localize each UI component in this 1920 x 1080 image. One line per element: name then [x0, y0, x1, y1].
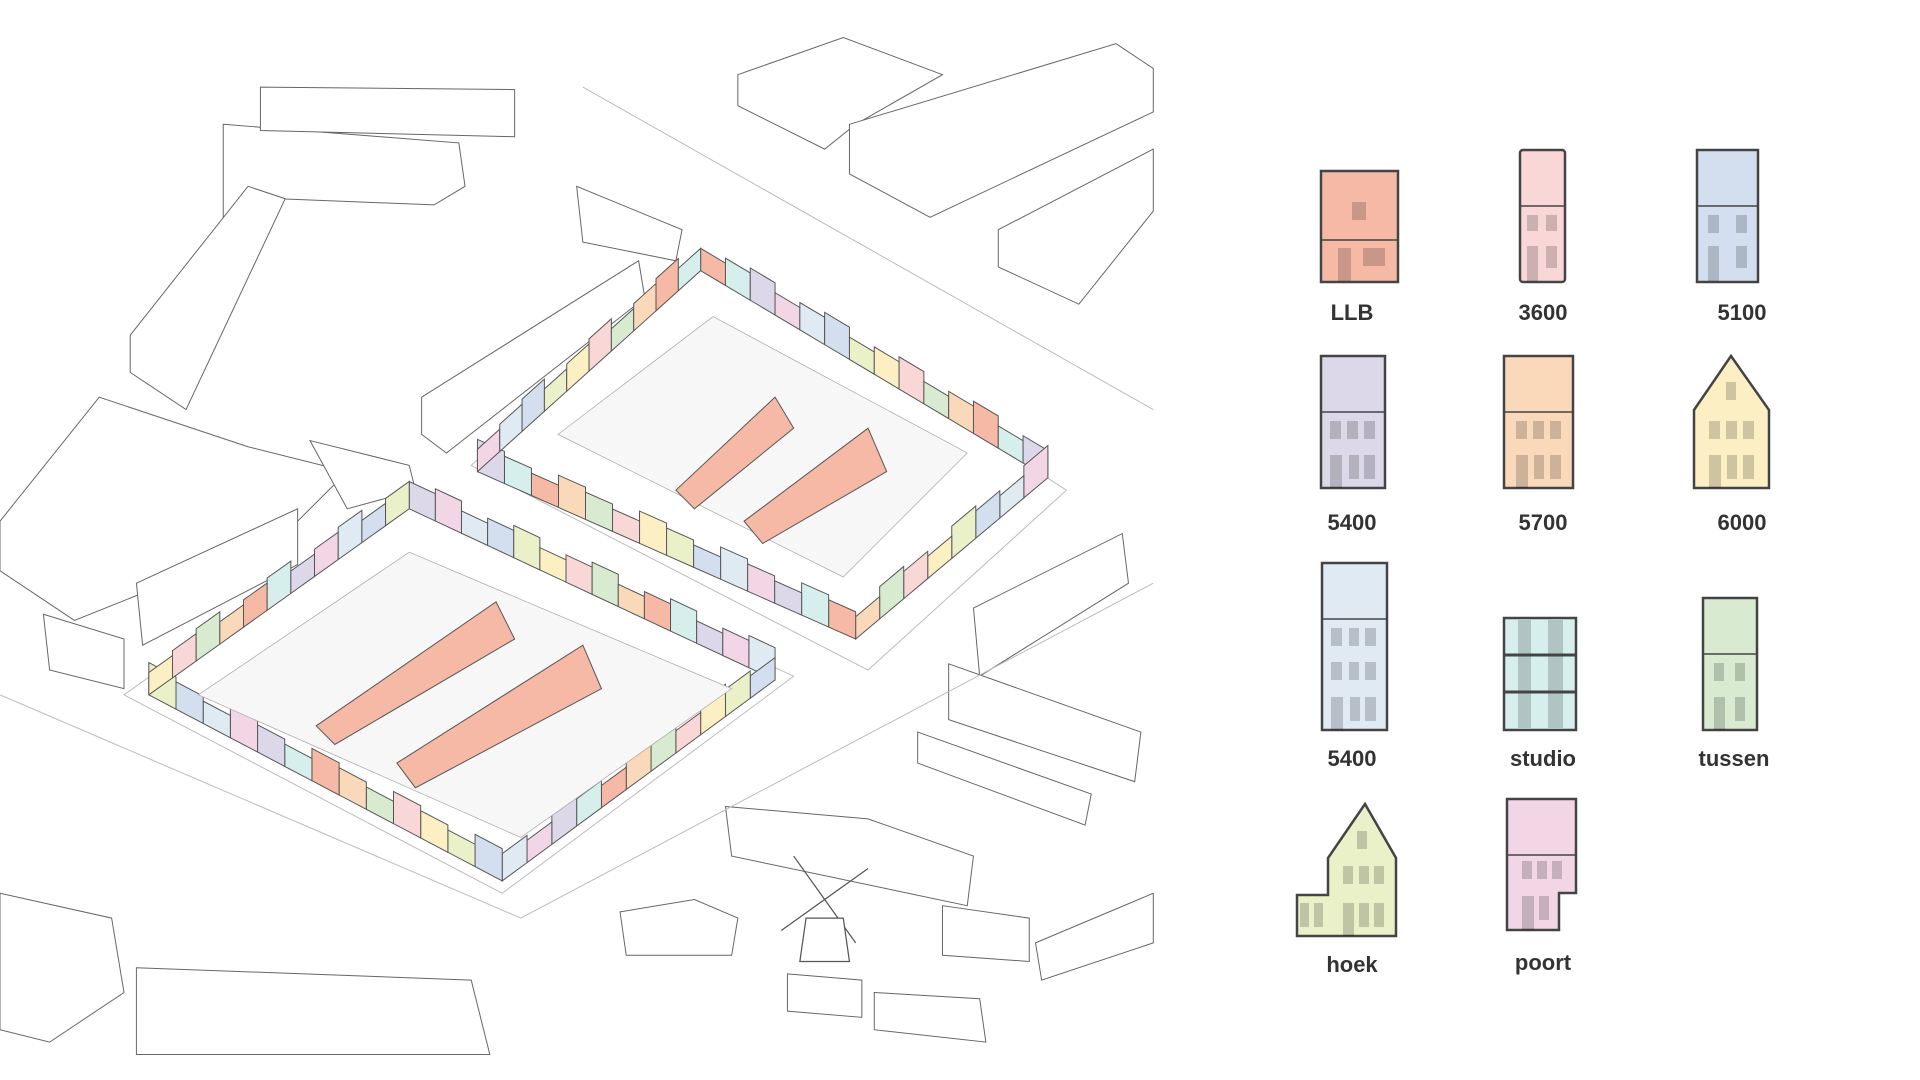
house — [898, 355, 925, 405]
house — [997, 424, 1024, 464]
house — [927, 535, 953, 580]
house — [774, 291, 801, 331]
house — [565, 554, 593, 596]
house — [521, 377, 545, 433]
house — [591, 561, 619, 608]
house — [873, 346, 900, 390]
house — [828, 599, 857, 640]
house — [585, 491, 614, 533]
house — [666, 527, 695, 569]
house — [670, 598, 698, 645]
context-buildings — [0, 36, 1154, 1056]
house — [975, 489, 1001, 540]
house — [408, 480, 436, 522]
housing-blocks — [148, 247, 1049, 882]
house — [501, 834, 528, 882]
house-type-5100-icon — [1695, 148, 1760, 284]
house — [749, 267, 776, 316]
house — [948, 390, 974, 435]
legend-label-3600: 3600 — [1518, 300, 1568, 325]
house — [700, 247, 726, 287]
house — [539, 546, 567, 583]
house — [392, 790, 422, 839]
house — [655, 257, 679, 312]
house — [720, 546, 749, 592]
house — [724, 669, 751, 718]
house — [420, 809, 449, 854]
house — [434, 487, 462, 535]
house — [337, 509, 363, 561]
house-type-hoek-icon — [1295, 801, 1398, 938]
house — [385, 480, 410, 527]
house — [724, 257, 751, 302]
house — [903, 550, 929, 600]
house — [951, 504, 977, 560]
house — [195, 610, 221, 662]
legend-label-5700: 5700 — [1518, 510, 1568, 535]
house — [543, 367, 568, 413]
house-type-3600-icon — [1518, 148, 1567, 284]
house — [1023, 444, 1049, 500]
house — [855, 595, 881, 641]
house — [972, 400, 999, 450]
house — [643, 590, 672, 632]
legend-label-5100: 5100 — [1717, 300, 1767, 325]
house — [693, 544, 722, 580]
legend-label-5400-tall: 5400 — [1327, 746, 1377, 771]
house — [639, 510, 668, 557]
house — [799, 301, 826, 346]
house — [923, 380, 950, 420]
house — [219, 603, 245, 646]
house — [175, 681, 204, 725]
house — [314, 531, 339, 578]
gable-rows — [315, 396, 888, 789]
house — [824, 311, 850, 361]
house — [499, 402, 523, 453]
house — [801, 582, 830, 628]
house — [311, 747, 340, 796]
house — [677, 247, 702, 292]
house — [774, 580, 803, 616]
house-type-tussen-icon — [1701, 596, 1759, 732]
house — [460, 510, 489, 547]
legend-label-6000: 6000 — [1717, 510, 1767, 535]
house — [696, 620, 724, 657]
house — [338, 766, 367, 811]
house — [171, 632, 197, 679]
house — [365, 786, 394, 825]
house-type-llb-icon — [1319, 169, 1400, 284]
house — [999, 474, 1025, 520]
house — [513, 524, 541, 571]
legend-label-hoek: hoek — [1326, 952, 1378, 977]
house — [617, 583, 645, 620]
house-type-5400-tall-icon — [1320, 561, 1389, 732]
house — [503, 455, 532, 497]
legend-label-tussen: tussen — [1698, 746, 1770, 771]
legend-label-5400: 5400 — [1327, 510, 1377, 535]
house — [612, 508, 641, 545]
house — [266, 560, 292, 612]
house — [722, 627, 750, 669]
legend-label-studio: studio — [1510, 746, 1576, 771]
house-type-5400-icon — [1319, 354, 1387, 490]
house — [474, 833, 503, 882]
isometric-site-map — [0, 36, 1154, 1056]
legend-label-llb: LLB — [1330, 300, 1374, 325]
house — [361, 502, 387, 544]
house — [879, 565, 905, 620]
house — [487, 517, 515, 559]
house — [747, 563, 776, 604]
house — [284, 743, 313, 782]
house-type-5700-icon — [1502, 354, 1575, 490]
legend-label-poort: poort — [1514, 950, 1572, 975]
house-type-poort-icon — [1505, 797, 1578, 932]
house — [588, 317, 612, 373]
windmill-icon — [780, 855, 869, 963]
house — [447, 829, 476, 868]
house-type-6000-icon — [1692, 353, 1771, 490]
house — [530, 472, 559, 509]
house-type-studio-icon — [1502, 616, 1578, 732]
house — [557, 474, 586, 521]
house — [848, 336, 875, 376]
